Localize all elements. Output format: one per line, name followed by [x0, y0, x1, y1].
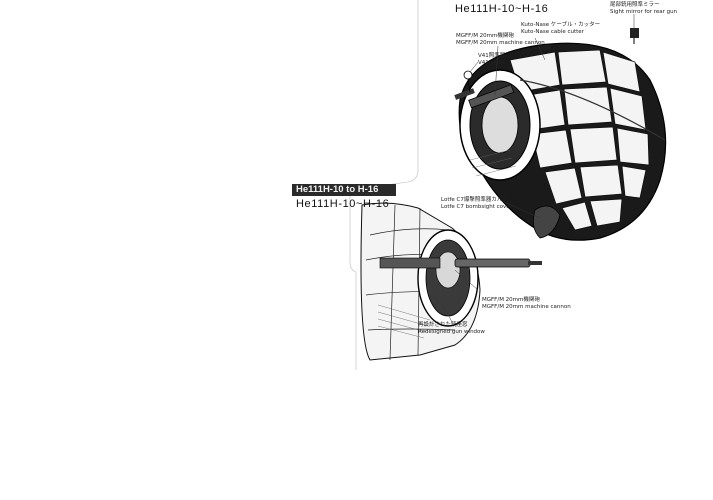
leader-lines — [439, 14, 635, 323]
callout-cable-cutter-jp: Kuto-Nase ケーブル・カッター — [521, 22, 601, 28]
lower-nose-drawing — [360, 202, 542, 361]
callout-cable-cutter-en: Kuto-Nase cable cutter — [521, 29, 584, 35]
callout-cannon-top-en: MGFF/M 20mm machine cannon — [456, 40, 545, 46]
callout-gun-window-jp: 再設計された銃座窓 — [418, 322, 468, 328]
callout-gun-window-en: Redesigned gun window — [418, 329, 485, 335]
callout-cannon-bottom-en: MGFF/M 20mm machine cannon — [482, 304, 571, 310]
callout-cannon-bottom-jp: MGFF/M 20mm機関砲 — [482, 297, 540, 303]
callout-v41-en: V41 sight — [478, 60, 505, 66]
callout-sight-mirror-jp: 尾部銃用照準ミラー — [610, 2, 660, 8]
callout-sight-mirror-en: Sight mirror for rear gun — [610, 9, 678, 15]
variant-badge: He111H-10 to H-16 — [292, 184, 396, 196]
callout-cannon-top-jp: MGFF/M 20mm機関砲 — [456, 33, 514, 39]
upper-nose-drawing — [454, 28, 667, 241]
callout-v41-jp: V41照準器 — [478, 53, 506, 59]
callout-bombsight-en: Lotfe C7 bombsight cover — [441, 204, 512, 210]
diagram-title-top: He111H-10~H-16 — [455, 3, 549, 15]
callout-bombsight-jp: Lotfe C7爆撃照準器カバー — [441, 197, 508, 203]
diagram-title-middle: He111H-10~H-16 — [296, 198, 390, 210]
